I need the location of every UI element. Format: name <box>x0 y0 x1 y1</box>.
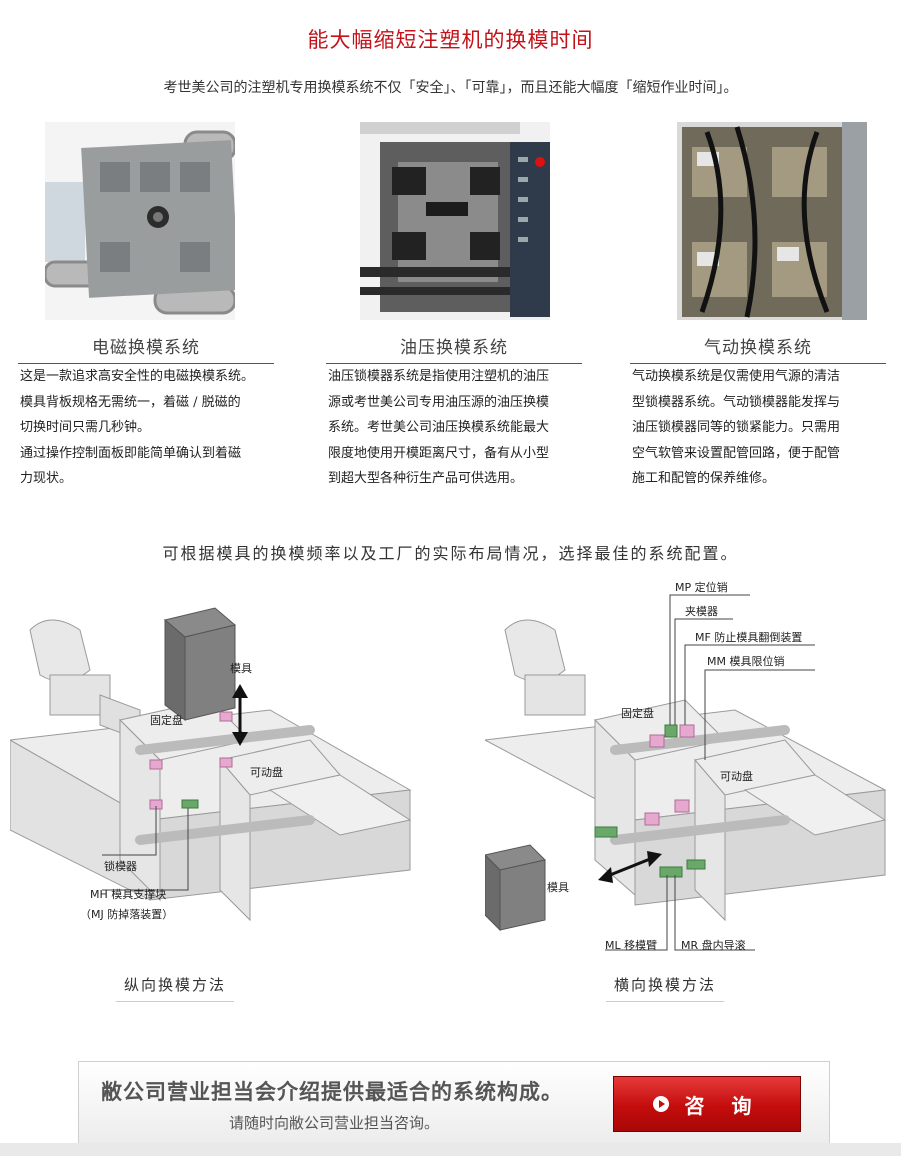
vertical-method-caption: 纵向换模方法 <box>116 974 234 1002</box>
label-mj-fall-prevention: （MJ 防掉落装置） <box>80 907 173 921</box>
label-fixed-plate: 固定盘 <box>621 706 654 720</box>
label-clamp: 锁模器 <box>104 859 137 873</box>
label-mp-positioning-pin: MP 定位销 <box>675 580 728 594</box>
play-icon <box>652 1096 669 1112</box>
hydraulic-system-description: 油压锁模器系统是指使用注塑机的油压源或考世美公司专用油压源的油压换模系统。考世美… <box>328 369 550 486</box>
electromagnetic-system-photo <box>45 122 235 320</box>
hydraulic-system-title: 油压换模系统 <box>326 333 582 364</box>
pneumatic-system-title: 气动换模系统 <box>630 333 886 364</box>
contact-banner: 敝公司营业担当会介绍提供最适合的系统构成。 请随时向敝公司营业担当咨询。 咨 询 <box>78 1061 830 1145</box>
label-moving-plate: 可动盘 <box>250 765 283 779</box>
label-ml-transfer-arm: ML 移模臂 <box>605 939 657 952</box>
label-fixed-plate: 固定盘 <box>150 713 183 727</box>
page-title: 能大幅缩短注塑机的换模时间 <box>307 28 594 52</box>
footer-strip <box>0 1143 901 1156</box>
contact-main-text: 敝公司营业担当会介绍提供最适合的系统构成。 <box>101 1079 563 1104</box>
pneumatic-system-photo <box>677 122 867 320</box>
hydraulic-system-photo <box>360 122 550 320</box>
label-mr-guide-roller: MR 盘内导滚 <box>681 938 746 952</box>
consult-button[interactable]: 咨 询 <box>613 1076 801 1132</box>
pneumatic-system-description: 气动换模系统是仅需使用气源的清洁型锁模器系统。气动锁模器能发挥与油压锁模器同等的… <box>632 369 841 486</box>
vertical-mold-change-diagram: 模具 固定盘 可动盘 锁模器 MH 模具支撑块 （MJ 防掉落装置） <box>10 607 412 922</box>
label-moving-plate: 可动盘 <box>720 769 753 783</box>
horizontal-mold-change-diagram: MP 定位销 夹模器 MF 防止模具翻倒装置 MM 模具限位销 固定盘 可动盘 … <box>485 580 887 952</box>
label-mold: 模具 <box>547 881 569 894</box>
horizontal-method-caption: 横向换模方法 <box>606 974 724 1002</box>
label-mold: 模具 <box>230 662 252 675</box>
electromagnetic-system-title: 电磁换模系统 <box>18 333 274 364</box>
label-mm-stop-pin: MM 模具限位销 <box>707 654 784 668</box>
electromagnetic-system-description: 这是一款追求高安全性的电磁换模系统。模具背板规格无需统一，着磁 / 脱磁的切换时… <box>20 369 255 486</box>
contact-sub-text: 请随时向敝公司营业担当咨询。 <box>229 1114 440 1132</box>
label-mh-support: MH 模具支撑块 <box>90 887 166 901</box>
configuration-subtitle: 可根据模具的换模频率以及工厂的实际布局情况，选择最佳的系统配置。 <box>162 544 739 563</box>
consult-button-label: 咨 询 <box>684 1093 762 1118</box>
intro-text: 考世美公司的注塑机专用换模系统不仅「安全」、「可靠」，而且还能大幅度「缩短作业时… <box>163 80 738 96</box>
label-clamp: 夹模器 <box>685 605 718 618</box>
label-mf-tip-prevention: MF 防止模具翻倒装置 <box>695 630 802 644</box>
